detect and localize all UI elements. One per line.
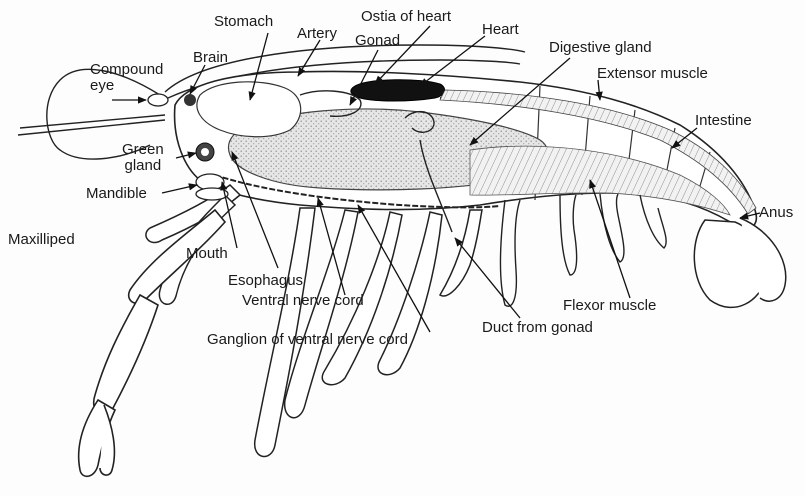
label-artery: Artery <box>297 26 337 42</box>
label-esophagus: Esophagus <box>228 273 303 289</box>
swimmerets <box>500 194 666 306</box>
label-mandible: Mandible <box>86 186 147 202</box>
label-ventral-nerve-cord: Ventral nerve cord <box>242 293 364 309</box>
label-extensor-muscle: Extensor muscle <box>597 66 708 82</box>
label-ostia-of-heart: Ostia of heart <box>361 9 451 25</box>
label-intestine: Intestine <box>695 113 752 129</box>
label-compound-eye: Compound eye <box>90 62 163 94</box>
label-compound-eye-line-2: eye <box>90 78 163 94</box>
label-stomach: Stomach <box>214 14 273 30</box>
leader-duct-from-gonad <box>455 238 520 318</box>
label-green-gland-line-1: Green <box>122 142 164 158</box>
label-digestive-gland: Digestive gland <box>549 40 652 56</box>
tail-fan <box>694 218 785 307</box>
brain <box>184 94 196 106</box>
heart <box>351 80 445 101</box>
label-green-gland: Green gland <box>122 142 164 174</box>
leader-flexor-muscle <box>590 180 630 298</box>
label-compound-eye-line-1: Compound <box>90 62 163 78</box>
label-mouth: Mouth <box>186 246 228 262</box>
compound-eye <box>148 94 168 106</box>
leader-artery <box>298 40 320 76</box>
label-duct-from-gonad: Duct from gonad <box>482 320 593 336</box>
leader-mandible <box>162 185 197 193</box>
label-brain: Brain <box>193 50 228 66</box>
label-maxilliped: Maxilliped <box>8 232 75 248</box>
label-ganglion-of-ventral-nerve-cord: Ganglion of ventral nerve cord <box>207 332 408 348</box>
label-gonad: Gonad <box>355 33 400 49</box>
label-flexor-muscle: Flexor muscle <box>563 298 656 314</box>
label-anus: Anus <box>759 205 793 221</box>
label-heart: Heart <box>482 22 519 38</box>
label-green-gland-line-2: gland <box>122 158 164 174</box>
